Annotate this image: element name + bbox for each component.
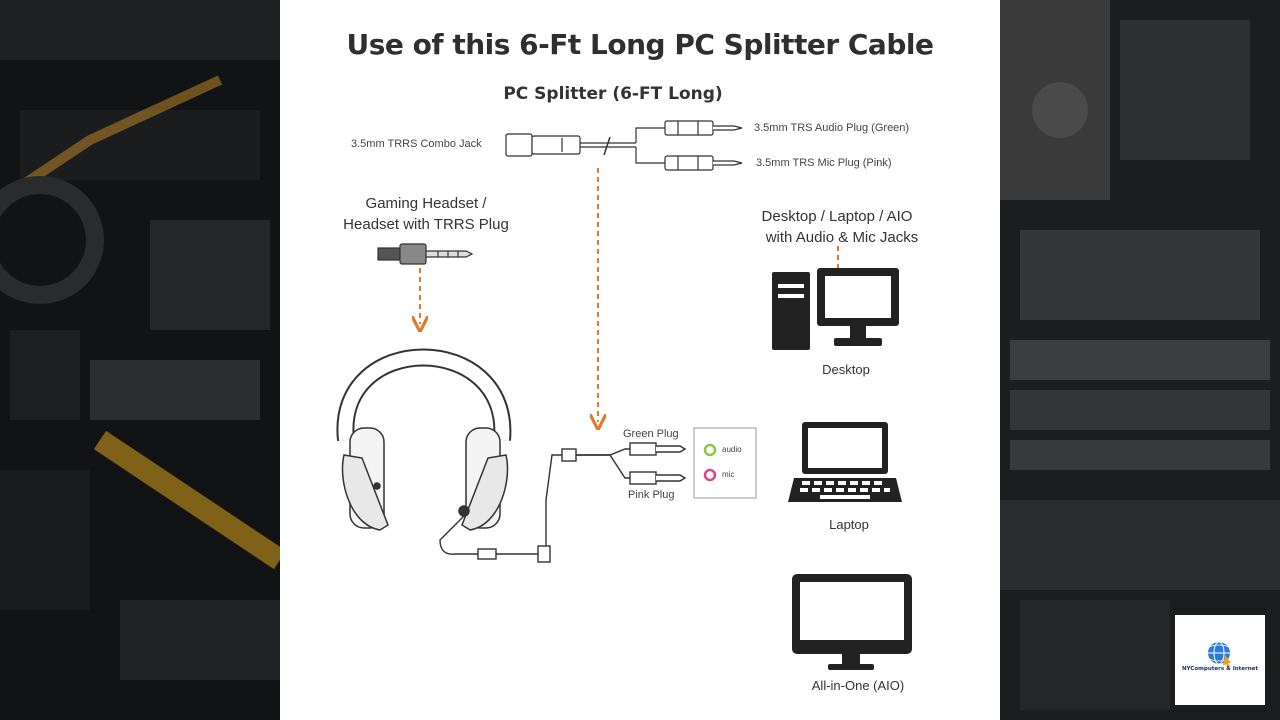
aio-label: All-in-One (AIO)	[811, 678, 905, 693]
desktop-icon	[772, 268, 899, 350]
trrs-plug-icon	[377, 243, 474, 265]
desktop-label: Desktop	[822, 362, 870, 377]
headset-label-line2: Headset with TRRS Plug	[343, 216, 509, 233]
pink-plug-label: Pink Plug	[628, 489, 675, 501]
splitter-label: PC Splitter (6-FT Long)	[503, 84, 723, 104]
globe-icon	[1208, 641, 1231, 668]
background-right	[1000, 0, 1280, 720]
brand-logo: NYComputers & Internet	[1175, 615, 1265, 705]
diagram-artwork	[336, 120, 912, 670]
devices-header-line1: Desktop / Laptop / AIO	[761, 208, 913, 225]
splitter-cable-icon	[505, 120, 743, 171]
audio-jack-label: audio	[722, 445, 742, 454]
mic-plug-label: 3.5mm TRS Mic Plug (Pink)	[756, 157, 892, 169]
brand-logo-text: NYComputers & Internet	[1181, 666, 1259, 672]
audio-jack-icon	[703, 443, 717, 457]
mic-jack-label: mic	[722, 470, 735, 479]
laptop-icon	[788, 422, 902, 502]
pc-jack-panel	[693, 427, 757, 499]
aio-icon	[792, 574, 912, 670]
diagram-panel: Use of this 6-Ft Long PC Splitter Cable …	[280, 0, 1000, 720]
laptop-label: Laptop	[829, 517, 869, 532]
green-plug-label: Green Plug	[623, 428, 679, 440]
headset-icon	[336, 348, 512, 531]
background-left	[0, 0, 280, 720]
page-title: Use of this 6-Ft Long PC Splitter Cable	[346, 28, 934, 61]
devices-header-line2: with Audio & Mic Jacks	[765, 229, 919, 246]
headset-cable-icon	[439, 442, 687, 563]
headset-label-line1: Gaming Headset /	[365, 195, 487, 212]
audio-plug-label: 3.5mm TRS Audio Plug (Green)	[754, 122, 910, 134]
combo-jack-label: 3.5mm TRRS Combo Jack	[351, 138, 482, 150]
mic-jack-icon	[703, 468, 717, 482]
